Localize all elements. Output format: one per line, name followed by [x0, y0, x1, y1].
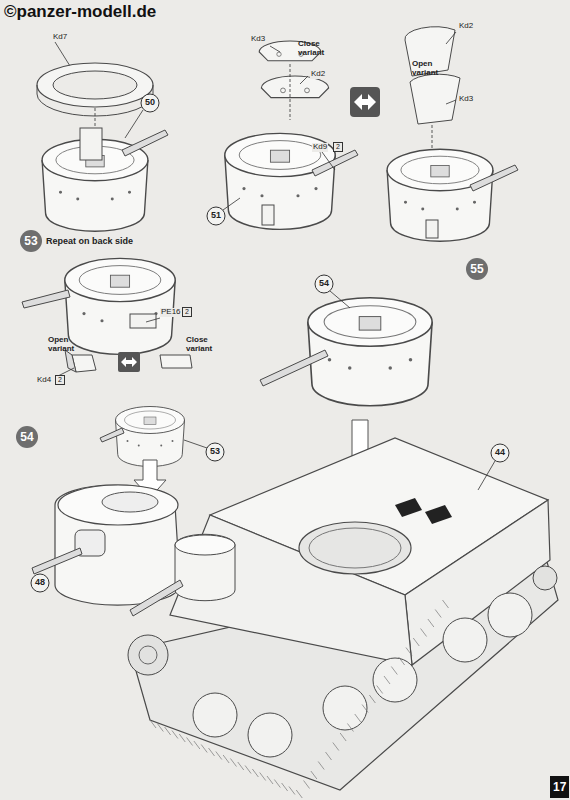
- track-link: [421, 629, 427, 637]
- track-link: [296, 790, 302, 798]
- track-link: [399, 657, 405, 665]
- variant-label: Open variant: [412, 60, 452, 78]
- track-link: [194, 741, 200, 749]
- track-link: [355, 714, 361, 722]
- track-link: [413, 638, 419, 646]
- track-link: [267, 776, 273, 784]
- step-number: 54: [16, 426, 38, 448]
- track-link: [165, 727, 171, 735]
- track-link: [238, 762, 244, 770]
- track-link: [428, 619, 434, 627]
- quantity: 2: [333, 142, 343, 152]
- callout-number: 48: [35, 578, 45, 588]
- track-link: [340, 733, 346, 741]
- part-label: PE16: [160, 308, 182, 317]
- track-link: [369, 695, 375, 703]
- track-link: [150, 720, 156, 728]
- part-label: Kd4: [36, 376, 52, 385]
- callout-number: 54: [319, 279, 329, 289]
- track-link: [172, 731, 178, 739]
- step-heading: Repeat on back side: [46, 236, 133, 246]
- part-label: Kd7: [52, 33, 68, 42]
- variant-label: Open variant: [48, 336, 88, 354]
- quantity: 2: [55, 375, 65, 385]
- track-link: [326, 752, 332, 760]
- track-link: [347, 724, 353, 732]
- track-link: [223, 755, 229, 763]
- page-number-text: 17: [550, 776, 569, 798]
- step-number: 53 Repeat on back side: [20, 230, 133, 252]
- part-label: Kd2: [310, 70, 326, 79]
- track-link: [304, 781, 310, 789]
- part-label: Kd3: [250, 35, 266, 44]
- track-link: [230, 759, 236, 767]
- track-link: [187, 738, 193, 746]
- step-number-text: 53: [20, 230, 42, 252]
- watermark: ©panzer-modell.de: [4, 3, 156, 22]
- track-link: [216, 752, 222, 760]
- part-label: Kd2: [458, 22, 474, 31]
- page-number: 17: [550, 776, 569, 798]
- track-link: [384, 676, 390, 684]
- track-link: [179, 734, 185, 742]
- callout-number: 50: [145, 98, 155, 108]
- quantity: 2: [182, 307, 192, 317]
- track-link: [318, 762, 324, 770]
- track-link: [362, 705, 368, 713]
- part-label: Kd9: [312, 143, 328, 152]
- variant-label: Close variant: [186, 336, 226, 354]
- track-link: [443, 600, 449, 608]
- track-link: [260, 773, 266, 781]
- variant-label: Close variant: [298, 40, 338, 58]
- callout-number: 53: [210, 447, 220, 457]
- track-link: [274, 780, 280, 788]
- track-link: [245, 766, 251, 774]
- track-link: [289, 787, 295, 795]
- track-link: [435, 610, 441, 618]
- track-link: [391, 667, 397, 675]
- track-link: [252, 769, 258, 777]
- callout-number: 51: [211, 211, 221, 221]
- step-number-text: 54: [16, 426, 38, 448]
- track-link: [311, 771, 317, 779]
- track-link: [201, 745, 207, 753]
- track-link: [377, 686, 383, 694]
- part-label: Kd3: [458, 95, 474, 104]
- step-number: 55: [466, 258, 488, 280]
- callout-number: 44: [495, 448, 505, 458]
- track-link: [333, 743, 339, 751]
- track-link: [209, 748, 215, 756]
- track-link: [282, 783, 288, 791]
- step-number-text: 55: [466, 258, 488, 280]
- track-link: [157, 724, 163, 732]
- track-link: [406, 648, 412, 656]
